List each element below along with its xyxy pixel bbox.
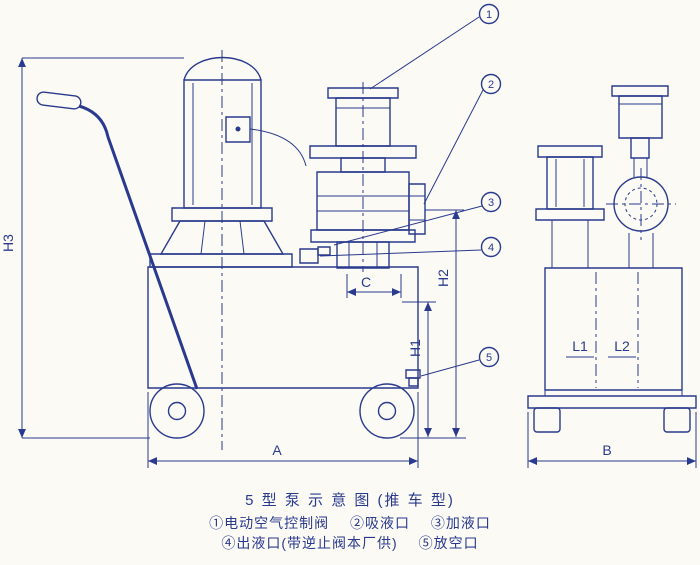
wheel-left xyxy=(150,384,204,438)
dim-a-label: A xyxy=(272,442,282,458)
callout-4-number: 4 xyxy=(488,242,494,254)
side-view: L1 L2 xyxy=(528,86,696,432)
legend-item-3: ③加液口 xyxy=(430,515,491,531)
leader-2 xyxy=(424,90,483,204)
dim-l1-label: L1 xyxy=(572,338,588,354)
leader-5 xyxy=(421,360,479,376)
callout-1-number: 1 xyxy=(486,9,492,21)
pump-schematic-drawing: L1 L2 H3 C xyxy=(0,0,700,480)
dim-l2-label: L2 xyxy=(614,338,630,354)
leader-1 xyxy=(370,17,479,89)
cart-handle xyxy=(36,91,197,389)
callout-5-number: 5 xyxy=(486,352,492,364)
legend-line-2: ④出液口(带逆止阀本厂供) ⑤放空口 xyxy=(0,533,700,553)
caption-block: 5 型 泵 示 意 图 (推 车 型) ①电动空气控制阀 ②吸液口 ③加液口 ④… xyxy=(0,489,700,553)
leader-4 xyxy=(320,250,481,256)
side-pump-cylinder xyxy=(536,146,604,220)
callout-5: 5 xyxy=(480,348,499,367)
dim-h1-label: H1 xyxy=(407,339,423,357)
support-pillars xyxy=(552,220,653,268)
dim-c-label: C xyxy=(361,274,371,290)
vent-valve xyxy=(406,370,420,386)
legend-item-1: ①电动空气控制阀 xyxy=(209,515,330,531)
left-view xyxy=(36,50,418,450)
side-base xyxy=(528,390,696,432)
legend-item-5: ⑤放空口 xyxy=(418,535,479,551)
side-wheel-right xyxy=(664,408,690,432)
callout-2: 2 xyxy=(482,75,501,94)
dim-h3: H3 xyxy=(0,58,184,438)
air-chamber-circle xyxy=(606,168,676,240)
dim-a: A xyxy=(148,392,418,468)
callout-1: 1 xyxy=(480,5,499,24)
callout-3-number: 3 xyxy=(488,197,494,209)
motor-wire xyxy=(250,129,306,166)
side-tank xyxy=(545,268,682,390)
dim-b: B xyxy=(528,412,696,468)
dim-h2: H2 xyxy=(400,210,466,438)
dim-h1: H1 xyxy=(402,302,436,437)
diagram-title: 5 型 泵 示 意 图 (推 车 型) xyxy=(245,492,455,509)
callout-3: 3 xyxy=(482,193,501,212)
legend-item-4: ④出液口(带逆止阀本厂供) xyxy=(221,535,398,551)
tank-reference-lines: L1 L2 xyxy=(566,272,638,388)
pump-front-view xyxy=(300,82,425,386)
callout-leaders xyxy=(320,17,483,376)
leader-3 xyxy=(334,206,482,245)
suction-flange xyxy=(409,184,425,234)
dim-c: C xyxy=(347,274,401,298)
callout-2-number: 2 xyxy=(488,79,494,91)
dim-h3-label: H3 xyxy=(0,234,16,252)
callout-4: 4 xyxy=(482,238,501,257)
motor-stand xyxy=(150,208,292,267)
wheel-right xyxy=(360,384,414,438)
dim-b-label: B xyxy=(602,442,611,458)
dim-h2-label: H2 xyxy=(435,269,451,287)
legend-item-2: ②吸液口 xyxy=(350,515,410,531)
legend-line-1: ①电动空气控制阀 ②吸液口 ③加液口 xyxy=(0,513,700,533)
electric-motor xyxy=(184,58,306,209)
cart-tank xyxy=(148,267,418,388)
side-air-motor xyxy=(612,86,668,178)
side-wheel-left xyxy=(534,408,560,432)
discharge-fitting xyxy=(300,247,330,263)
